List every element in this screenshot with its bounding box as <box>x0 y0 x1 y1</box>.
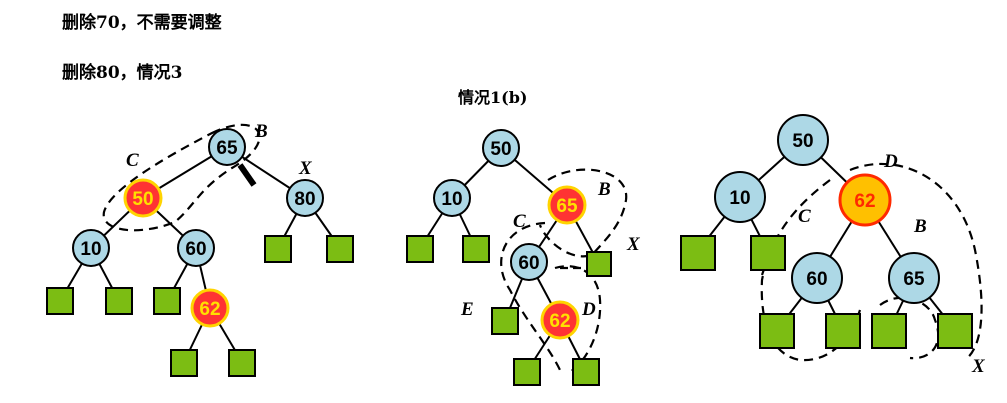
svg-text:50: 50 <box>490 139 511 160</box>
svg-text:60: 60 <box>185 239 206 260</box>
node-62-red: 62 <box>540 300 580 340</box>
heading-delete-70: 删除70，不需要调整 <box>62 13 222 33</box>
svg-text:10: 10 <box>729 188 750 209</box>
node-10: 10 <box>433 179 471 217</box>
svg-text:65: 65 <box>556 196 578 217</box>
leaf-node <box>153 287 181 315</box>
svg-text:65: 65 <box>903 269 925 290</box>
node-65: 65 <box>888 252 940 304</box>
leaf-node <box>264 235 292 263</box>
svg-text:50: 50 <box>792 131 813 152</box>
label-d: D <box>883 151 898 172</box>
node-60: 60 <box>791 252 843 304</box>
node-62-yellow: 62 <box>838 173 892 227</box>
label-b: B <box>254 121 268 142</box>
leaf-node <box>46 287 74 315</box>
label-e: E <box>460 299 474 320</box>
label-c: C <box>798 206 811 227</box>
dashed-region-c <box>500 221 561 371</box>
label-b: B <box>597 179 611 200</box>
leaf-node <box>170 349 198 377</box>
svg-text:62: 62 <box>549 311 570 332</box>
heading-case-1b: 情况1(b) <box>458 88 528 107</box>
dashed-region-c-b <box>102 123 261 232</box>
label-x: X <box>298 158 313 179</box>
svg-text:62: 62 <box>854 191 875 212</box>
tree-3: 50 10 62 60 65 D C B X <box>680 114 986 377</box>
node-10: 10 <box>72 229 110 267</box>
tree-1: 65 50 80 10 60 62 C <box>46 121 354 377</box>
node-65-red: 65 <box>547 185 587 225</box>
node-80: 80 <box>286 179 324 217</box>
svg-text:10: 10 <box>80 239 101 260</box>
label-x: X <box>626 234 641 255</box>
cut-mark <box>237 163 257 187</box>
svg-text:65: 65 <box>216 138 238 159</box>
heading-delete-80: 删除80，情况3 <box>62 63 183 83</box>
leaf-node <box>326 235 354 263</box>
node-60: 60 <box>177 229 215 267</box>
svg-text:62: 62 <box>199 299 220 320</box>
svg-text:60: 60 <box>518 253 539 274</box>
label-d: D <box>581 299 596 320</box>
svg-text:80: 80 <box>294 189 315 210</box>
dashed-region-d <box>554 265 602 373</box>
node-50: 50 <box>777 114 829 166</box>
dashed-region-b <box>538 168 628 258</box>
label-c: C <box>126 150 139 171</box>
node-60: 60 <box>510 243 548 281</box>
svg-text:50: 50 <box>132 189 153 210</box>
node-50: 50 <box>482 129 520 167</box>
leaf-node <box>228 349 256 377</box>
leaf-node <box>105 287 133 315</box>
label-c: C <box>513 211 526 232</box>
label-x: X <box>971 356 986 377</box>
svg-text:60: 60 <box>806 269 827 290</box>
label-b: B <box>913 216 927 237</box>
node-10: 10 <box>714 171 766 223</box>
node-65: 65 <box>208 128 246 166</box>
tree-2: 50 10 65 60 62 B C X E D <box>406 129 641 386</box>
node-50-red: 50 <box>123 178 163 218</box>
node-62-red: 62 <box>190 288 230 328</box>
svg-text:10: 10 <box>441 189 462 210</box>
